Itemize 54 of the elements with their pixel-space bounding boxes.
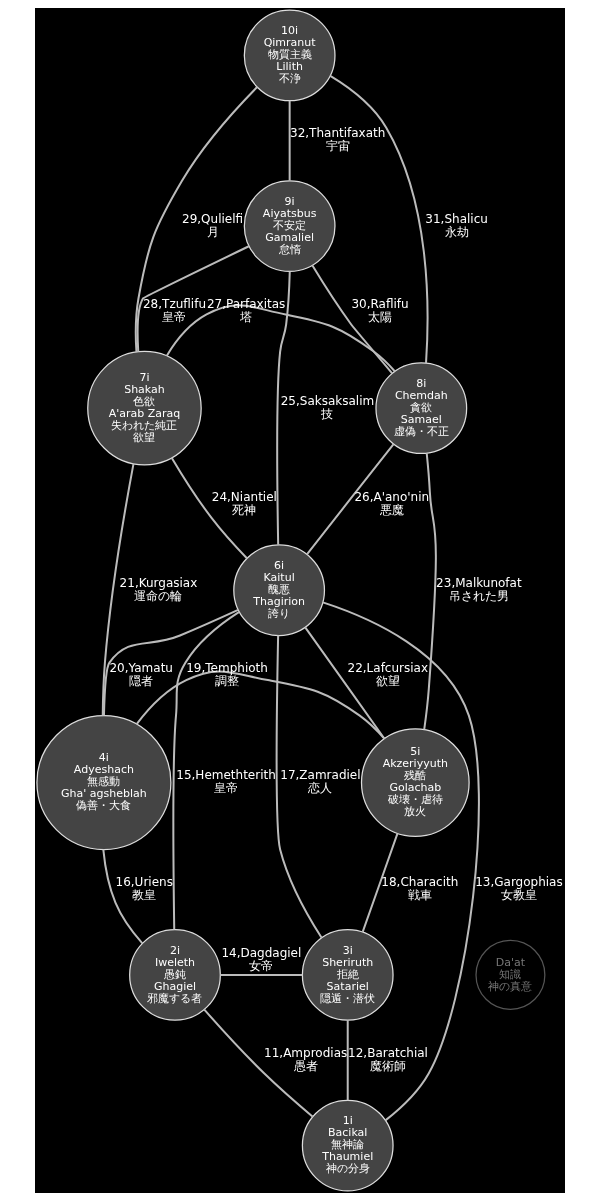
node-circle: 3i Sheriruth 拒絶 Satariel 隠遁・潜伏 [301, 928, 394, 1021]
connector [288, 99, 291, 182]
edge-label: 28,Tzuflifu 皇帝 [142, 297, 207, 325]
edge-label: 26,A'ano'nin 悪魔 [354, 490, 430, 518]
node-circle: 1i Bacikal 無神論 Thaumiel 神の分身 [301, 1099, 394, 1192]
node-circle: 6i Kaitul 醜悪 Thagirion 誇り [233, 544, 326, 637]
node-circle: 2i Iweleth 愚鈍 Ghagiel 邪魔する者 [129, 928, 221, 1021]
edge-label: 12,Baratchial 魔術師 [348, 1045, 428, 1073]
connector [101, 462, 135, 717]
edge-label: 13,Gargophias 女教皇 [475, 875, 563, 903]
node-circle: 8i Chemdah 貪欲 Samael 虚偽・不正 [375, 362, 468, 455]
connector [346, 1019, 349, 1102]
edge-label: 29,Qulielfi 月 [182, 211, 244, 239]
edge-label: 11,Amprodias 愚者 [264, 1045, 348, 1073]
edge-label: 30,Raflifu 太陽 [351, 297, 409, 325]
connector [361, 832, 399, 933]
connector [275, 634, 323, 939]
node-circle: 5i Akzeriyyuth 残酷 Golachab 破壊・虐待 放火 [360, 728, 470, 837]
edge-label: 21,Kurgasiax 運命の輪 [119, 575, 198, 603]
edge-label: 18,Characith 戦車 [381, 875, 459, 903]
edge-label: 15,Hemethterith 皇帝 [176, 768, 276, 796]
edge-label: 27,Parfaxitas 塔 [206, 297, 286, 325]
edge-label: 14,Dagdagiel 女帝 [221, 945, 302, 973]
edge-label: 31,Shalicu 永劫 [425, 211, 488, 239]
node-circle: Da'at 知識 神の真意 [475, 939, 546, 1010]
connector [102, 848, 144, 945]
node-circle: 7i Shakah 色欲 A'arab Zaraq 失われた純正 欲望 [87, 350, 202, 466]
connector [203, 1008, 314, 1118]
edge-label: 17,Zamradiel 恋人 [280, 768, 361, 796]
connector [219, 973, 304, 976]
connector [311, 264, 394, 375]
connector [134, 86, 259, 354]
node-circle: 9i Aiyatsbus 不安定 Gamaliel 怠惰 [243, 180, 336, 273]
connector [102, 608, 240, 717]
connector [321, 601, 480, 1122]
connector [305, 443, 395, 556]
edge-label: 20,Yamatu 隠者 [109, 661, 173, 689]
connector [135, 670, 386, 740]
connector [329, 74, 429, 365]
connector [136, 245, 250, 353]
connector [172, 610, 241, 931]
edge-label: 22,Lafcursiax 欲望 [347, 661, 429, 689]
edge-label: 23,Malkunofat 吊された男 [436, 575, 522, 603]
edge-label: 24,Niantiel 死神 [211, 490, 277, 518]
edge-label: 16,Uriens 教皇 [115, 875, 173, 903]
edge-label: 32,Thantifaxath 宇宙 [290, 126, 386, 154]
connector [165, 304, 396, 373]
edge-label: 19,Temphioth 調整 [186, 661, 268, 689]
edge-label: 25,Saksaksalim 技 [280, 393, 375, 421]
connector [276, 270, 291, 546]
connector [423, 452, 437, 731]
node-circle: 4i Adyeshach 無感動 Gha' agsheblah 偽善・大食 [36, 714, 172, 851]
node-circle: 10i Qimranut 物質主義 Lilith 不浄 [243, 9, 336, 102]
connector [170, 456, 248, 560]
